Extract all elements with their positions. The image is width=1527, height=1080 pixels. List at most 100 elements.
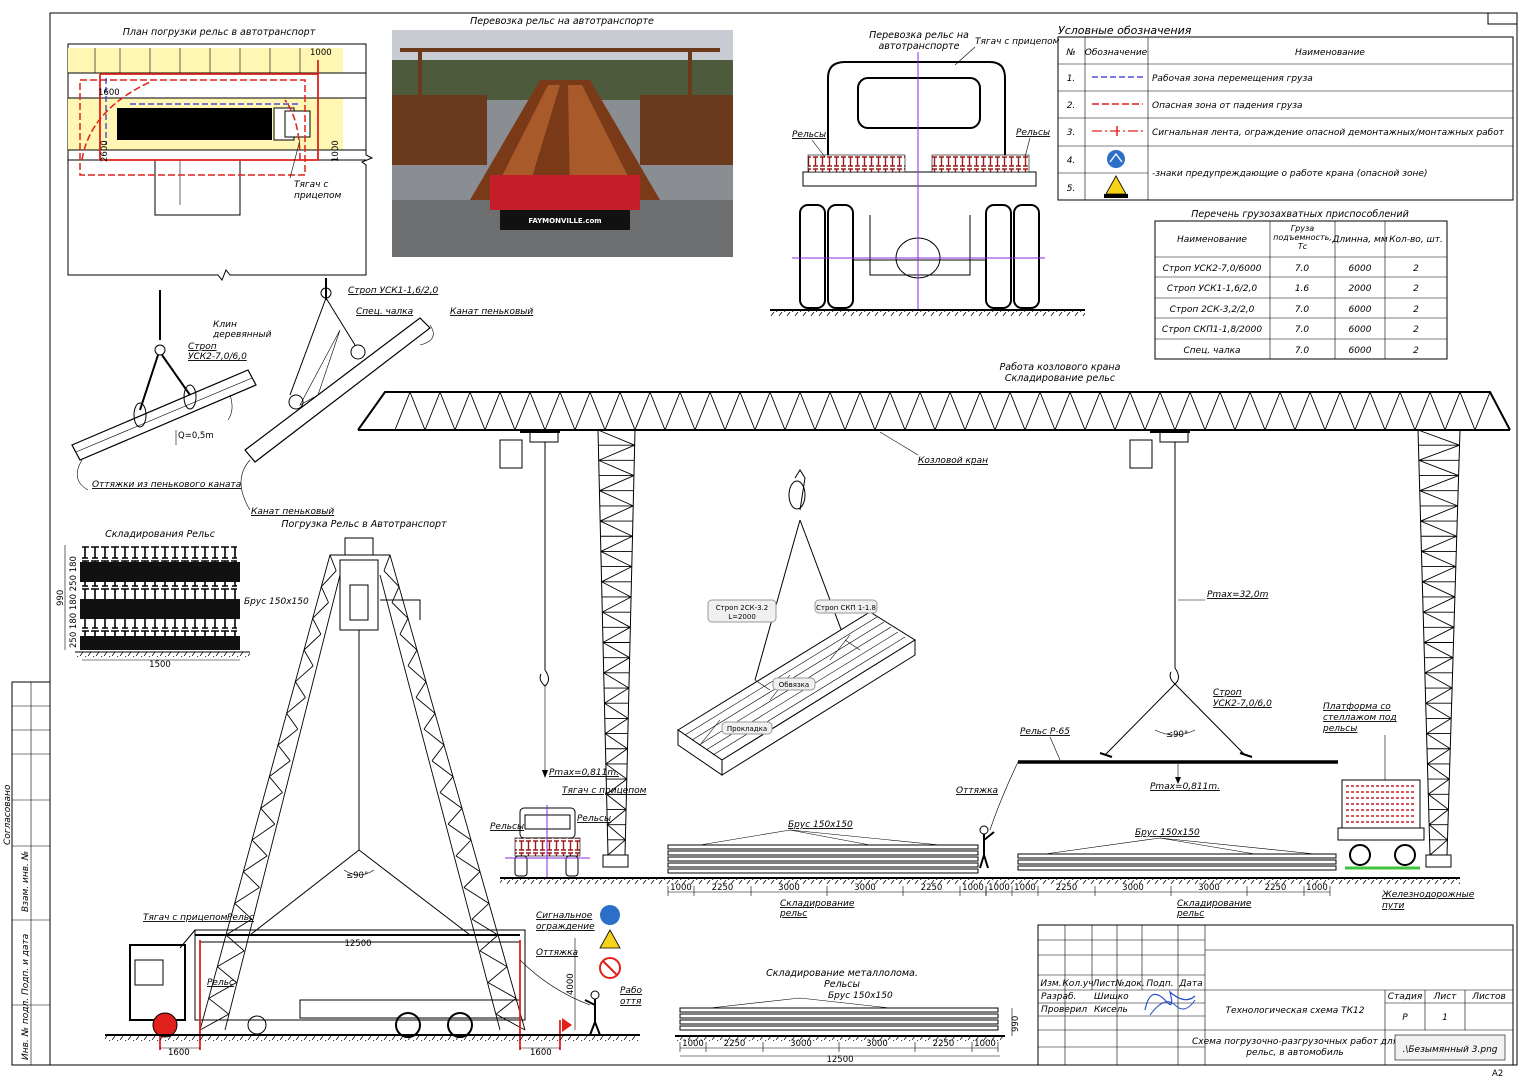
bundle-sling1-1: Строп 2СК-3.2 [716, 604, 768, 612]
bundle-pad: Прокладка [727, 725, 767, 733]
dimension-label: 2250 [933, 1039, 955, 1049]
slings-cell: 7.0 [1295, 264, 1310, 274]
slings-cell: Строп 2СК-3,2/2,0 [1170, 305, 1255, 315]
small-truck-rails-left: Рельсы [490, 822, 524, 832]
plan-tractor-label-2: прицепом [294, 191, 342, 201]
dimension-label: 3000 [1122, 883, 1144, 893]
legend-row1-name: Рабочая зона перемещения груза [1152, 74, 1313, 84]
tb-file: .\Безымянный 3.png [1402, 1045, 1497, 1055]
tb-stage-value: Р [1402, 1013, 1408, 1023]
side-stamp: Согласовано Взам. инв. № Подп. и дата Ин… [3, 681, 51, 1066]
signal-fence-1: Сигнальное [536, 911, 593, 921]
slings-cell: 6000 [1349, 264, 1372, 274]
loading-length: 12500 [344, 939, 371, 949]
dimension-label: 1000 [962, 883, 984, 893]
dimension-label: 3000 [1198, 883, 1220, 893]
dimension-label: 3000 [790, 1039, 812, 1049]
tb-header: Лист [1092, 979, 1117, 989]
truck-rear-title-2: автотранспорте [878, 41, 959, 52]
gantry-sling-1: Строп [1213, 688, 1242, 698]
platform-label-2: стеллажом под [1323, 713, 1397, 723]
slings-cell: 6000 [1349, 305, 1372, 315]
slings-cell: 2 [1413, 284, 1419, 294]
tb-header: №док. [1114, 979, 1144, 989]
platform-label-3: рельсы [1322, 724, 1357, 734]
rail-stack-2: Брус 150x150 [1017, 828, 1337, 871]
bundle-tie: Обвязка [779, 681, 809, 689]
legend-col-name: Наименование [1295, 48, 1365, 58]
aframe-lacing [199, 554, 526, 1031]
loading-dim-left: 1600 [168, 1048, 190, 1058]
loading-rail-top: Рельс [227, 913, 254, 923]
scrap-height: 990 [1011, 1016, 1021, 1032]
pmax-left: Pmax=0,811m. [549, 768, 619, 778]
signature-mark [1144, 990, 1196, 1011]
rope1-label: Канат пеньковый [450, 307, 533, 317]
scrap-title-1: Складирование металлолома. [766, 968, 918, 979]
loading-height: 4000 [566, 973, 576, 995]
sling2-label-1: Строп [188, 342, 217, 352]
bundle-sling1-2: L=2000 [728, 613, 756, 621]
slings-cell: 6000 [1349, 346, 1372, 356]
slings-cell: 7.0 [1295, 305, 1310, 315]
slings-col-length: Длинна, мм [1331, 235, 1387, 245]
sling1-label: Строп УСК1-1,6/2,0 [348, 286, 439, 296]
tb-header: Подп. [1146, 979, 1173, 989]
legend-title: Условные обозначения [1058, 24, 1192, 37]
truck-rear-rails-left: Рельсы [792, 130, 826, 140]
dimension-label: 3000 [866, 1039, 888, 1049]
plan-tractor-label-1: Тягач с [294, 180, 328, 190]
girder-lacing [394, 391, 1491, 431]
tb-header: Кол.уч [1062, 979, 1093, 989]
slings-col-qty: Кол-во, шт. [1389, 235, 1443, 245]
plan-dim-2: 1600 [98, 88, 120, 98]
loading-crane-sign-icon [600, 905, 620, 925]
wedge-label-2: деревянный [212, 330, 272, 340]
plan-dim-3: 2600 [100, 140, 110, 162]
rail-storage: Складирования Рельс Брус 150x150 990 250… [56, 529, 309, 670]
timber2-label: Брус 150x150 [1135, 828, 1200, 838]
plan-dim-1: 1000 [310, 48, 332, 58]
slings-cell: 2 [1413, 325, 1419, 335]
dimension-label: 2250 [712, 883, 734, 893]
sling2-label-2: УСК2-7,0/6,0 [188, 352, 247, 362]
slings-cell: Строп УСК2-7,0/6000 [1163, 264, 1262, 274]
truck-rear-rails-right: Рельсы [1016, 128, 1050, 138]
tb-project: Технологическая схема ТК12 [1226, 1006, 1365, 1016]
tb-sheet-value: 1 [1442, 1013, 1448, 1023]
legend-col-no: № [1065, 48, 1075, 58]
rail-transport-photo: Перевозка рельс на автотранспорте FAYMON… [392, 16, 733, 257]
railway-label-2: пути [1382, 901, 1404, 911]
rail-stack-1: Брус 150x150 [667, 820, 979, 874]
stack1-label-1: Складирование [780, 899, 855, 909]
slinging-height: Q=0,5m [178, 431, 214, 441]
pmax-hook: Pmax=32,0m [1207, 590, 1269, 600]
crane-label: Козловой кран [918, 456, 988, 466]
legend-row2-name: Опасная зона от падения груза [1152, 101, 1303, 111]
storage-dim-height: 990 [56, 590, 66, 606]
storage-title: Складирования Рельс [105, 529, 216, 540]
storage-dim-left: 250 180 180 250 180 [69, 556, 79, 648]
scrap-title-2: Рельсы [824, 979, 860, 990]
small-truck-rails-right: Рельсы [577, 814, 611, 824]
sheet-format: A2 [1492, 1069, 1503, 1079]
dimension-label: 1000 [1306, 883, 1328, 893]
gantry-crane: Работа козлового крана Складирование рел… [357, 362, 1511, 919]
slings-cell: 1.6 [1295, 284, 1310, 294]
dimension-label: 2250 [921, 883, 943, 893]
bundle-sling2: Строп СКП 1-1.8 [816, 604, 876, 612]
legend-row5-no: 5. [1067, 184, 1076, 194]
worker-label-1: Рабо [620, 986, 642, 996]
plan-dim-4: 1000 [331, 140, 341, 162]
slings-cell: 7.0 [1295, 325, 1310, 335]
scrap-total: 12500 [826, 1055, 853, 1065]
photo-trailer-brand: FAYMONVILLE.com [528, 217, 601, 225]
legend-row1-no: 1. [1067, 74, 1076, 84]
railway-label-1: Железнодорожные [1381, 890, 1475, 900]
legend-col-symbol: Обозначение [1085, 48, 1148, 58]
slings-cell: 6000 [1349, 325, 1372, 335]
